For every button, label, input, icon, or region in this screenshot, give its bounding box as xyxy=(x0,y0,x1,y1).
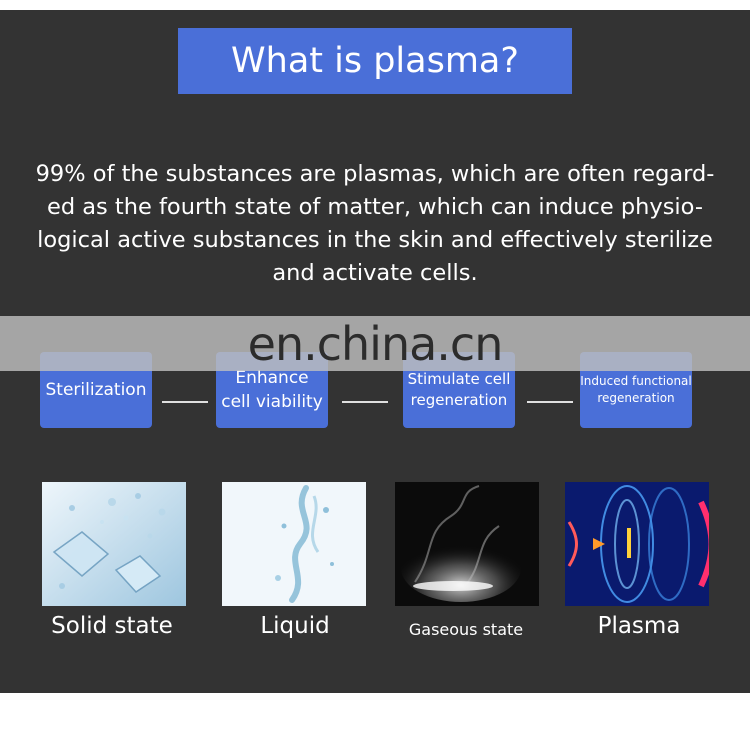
connector-line xyxy=(342,401,388,403)
water-splash-icon xyxy=(222,482,366,606)
title-banner: What is plasma? xyxy=(178,28,572,94)
solid-state-image xyxy=(42,482,186,606)
liquid-image xyxy=(222,482,366,606)
state-label-plasma: Plasma xyxy=(597,613,681,639)
ice-cubes-icon xyxy=(42,482,186,606)
intro-line: 99% of the substances are plasmas, which… xyxy=(35,161,715,187)
watermark-band: en.china.cn xyxy=(0,316,750,371)
feature-label: Enhance xyxy=(235,368,309,388)
feature-label: regeneration xyxy=(597,391,675,405)
smoke-icon xyxy=(395,482,539,606)
state-label-solid: Solid state xyxy=(51,613,173,639)
feature-label: Induced functional xyxy=(580,374,692,388)
feature-label: Stimulate cell xyxy=(407,370,511,388)
plasma-field-icon xyxy=(565,482,709,606)
feature-label: regeneration xyxy=(410,391,508,409)
feature-label: cell viability xyxy=(221,392,323,412)
intro-paragraph: 99% of the substances are plasmas, which… xyxy=(20,158,730,290)
connector-line xyxy=(162,401,208,403)
state-label-gaseous: Gaseous state xyxy=(408,620,524,639)
page-title: What is plasma? xyxy=(231,41,519,81)
feature-label: Sterilization xyxy=(45,380,147,400)
intro-line: and activate cells. xyxy=(272,260,478,286)
gaseous-state-image xyxy=(395,482,539,606)
plasma-image xyxy=(565,482,709,606)
state-label-liquid: Liquid xyxy=(260,613,330,639)
connector-line xyxy=(527,401,573,403)
watermark-text: en.china.cn xyxy=(247,316,504,371)
intro-line: ed as the fourth state of matter, which … xyxy=(46,194,703,220)
intro-line: logical active substances in the skin an… xyxy=(37,227,713,253)
